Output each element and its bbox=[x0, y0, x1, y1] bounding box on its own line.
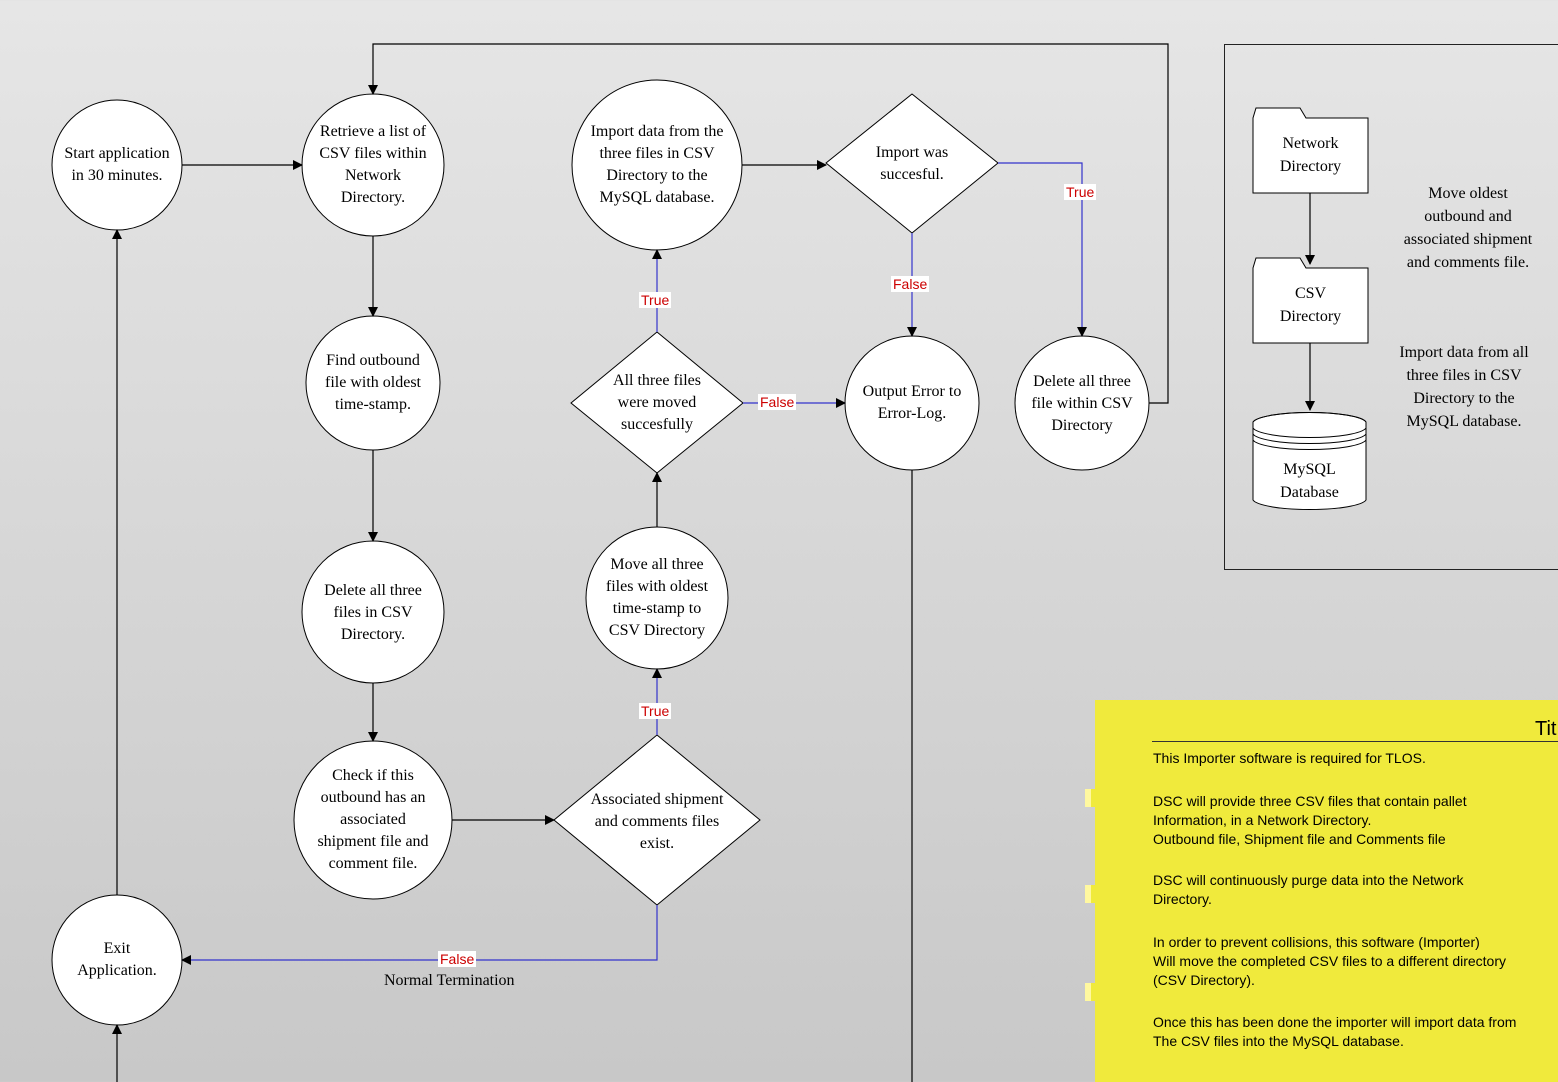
edge-label-false-import: False bbox=[891, 276, 930, 292]
edge-label-false-exit: False bbox=[438, 951, 477, 967]
import-node-text: Import data from the three files in CSV … bbox=[590, 123, 724, 206]
output-error-text: Output Error to Error-Log. bbox=[862, 383, 962, 422]
description-note bbox=[1095, 700, 1558, 1082]
note-paragraph-3: DSC will continuously purge data into th… bbox=[1153, 872, 1464, 907]
edge-label-true-assoc: True bbox=[639, 703, 672, 719]
black-edges bbox=[112, 43, 1169, 1082]
legend-mysql-label: MySQL Database bbox=[1280, 461, 1339, 501]
legend-import-note: Import data from all three files in CSV … bbox=[1399, 344, 1529, 430]
all-moved-text: All three files were moved succesfully bbox=[613, 372, 701, 433]
branch-edges bbox=[181, 162, 1087, 965]
normal-termination-label: Normal Termination bbox=[384, 972, 515, 989]
legend-network-label: Network Directory bbox=[1279, 135, 1342, 175]
network-folder-icon bbox=[1252, 107, 1369, 194]
exit-node-text: Exit Application. bbox=[77, 940, 157, 979]
note-paragraph-5: Once this has been done the importer wil… bbox=[1153, 1014, 1517, 1049]
delete-within-text: Delete all three file within CSV Directo… bbox=[1031, 373, 1133, 434]
edge-label-true-moved: True bbox=[639, 292, 672, 308]
legend-move-note: Move oldest outbound and associated ship… bbox=[1403, 185, 1533, 271]
start-node-text: Start application in 30 minutes. bbox=[64, 145, 170, 184]
assoc-exist-text: Associated shipment and comments files e… bbox=[590, 791, 724, 852]
delete-csv-node-text: Delete all three files in CSV Directory. bbox=[324, 582, 422, 643]
edge-label-true-import: True bbox=[1064, 184, 1097, 200]
move-files-text: Move all three files with oldest time-st… bbox=[605, 556, 709, 639]
legend-shapes bbox=[1252, 107, 1369, 511]
note-bullet-marker bbox=[1085, 885, 1103, 903]
csv-folder-icon bbox=[1252, 257, 1369, 344]
note-bullet-marker bbox=[1085, 983, 1103, 1001]
retrieve-node-text: Retrieve a list of CSV files within Netw… bbox=[319, 123, 427, 206]
check-node-text: Check if this outbound has an associated… bbox=[317, 767, 429, 872]
note-bullet-marker bbox=[1085, 789, 1103, 807]
edge-label-false-moved: False bbox=[758, 394, 797, 410]
legend-csv-label: CSV Directory bbox=[1279, 285, 1342, 325]
find-node-text: Find outbound file with oldest time-stam… bbox=[325, 352, 421, 413]
legend-box bbox=[1224, 44, 1558, 570]
import-success-text: Import was succesful. bbox=[875, 144, 949, 183]
note-title: Tit bbox=[1535, 718, 1557, 740]
note-paragraph-4: In order to prevent collisions, this sof… bbox=[1153, 934, 1507, 988]
note-paragraph-2: DSC will provide three CSV files that co… bbox=[1153, 793, 1467, 847]
note-divider bbox=[1152, 741, 1558, 742]
note-paragraph-1: This Importer software is required for T… bbox=[1153, 750, 1426, 766]
